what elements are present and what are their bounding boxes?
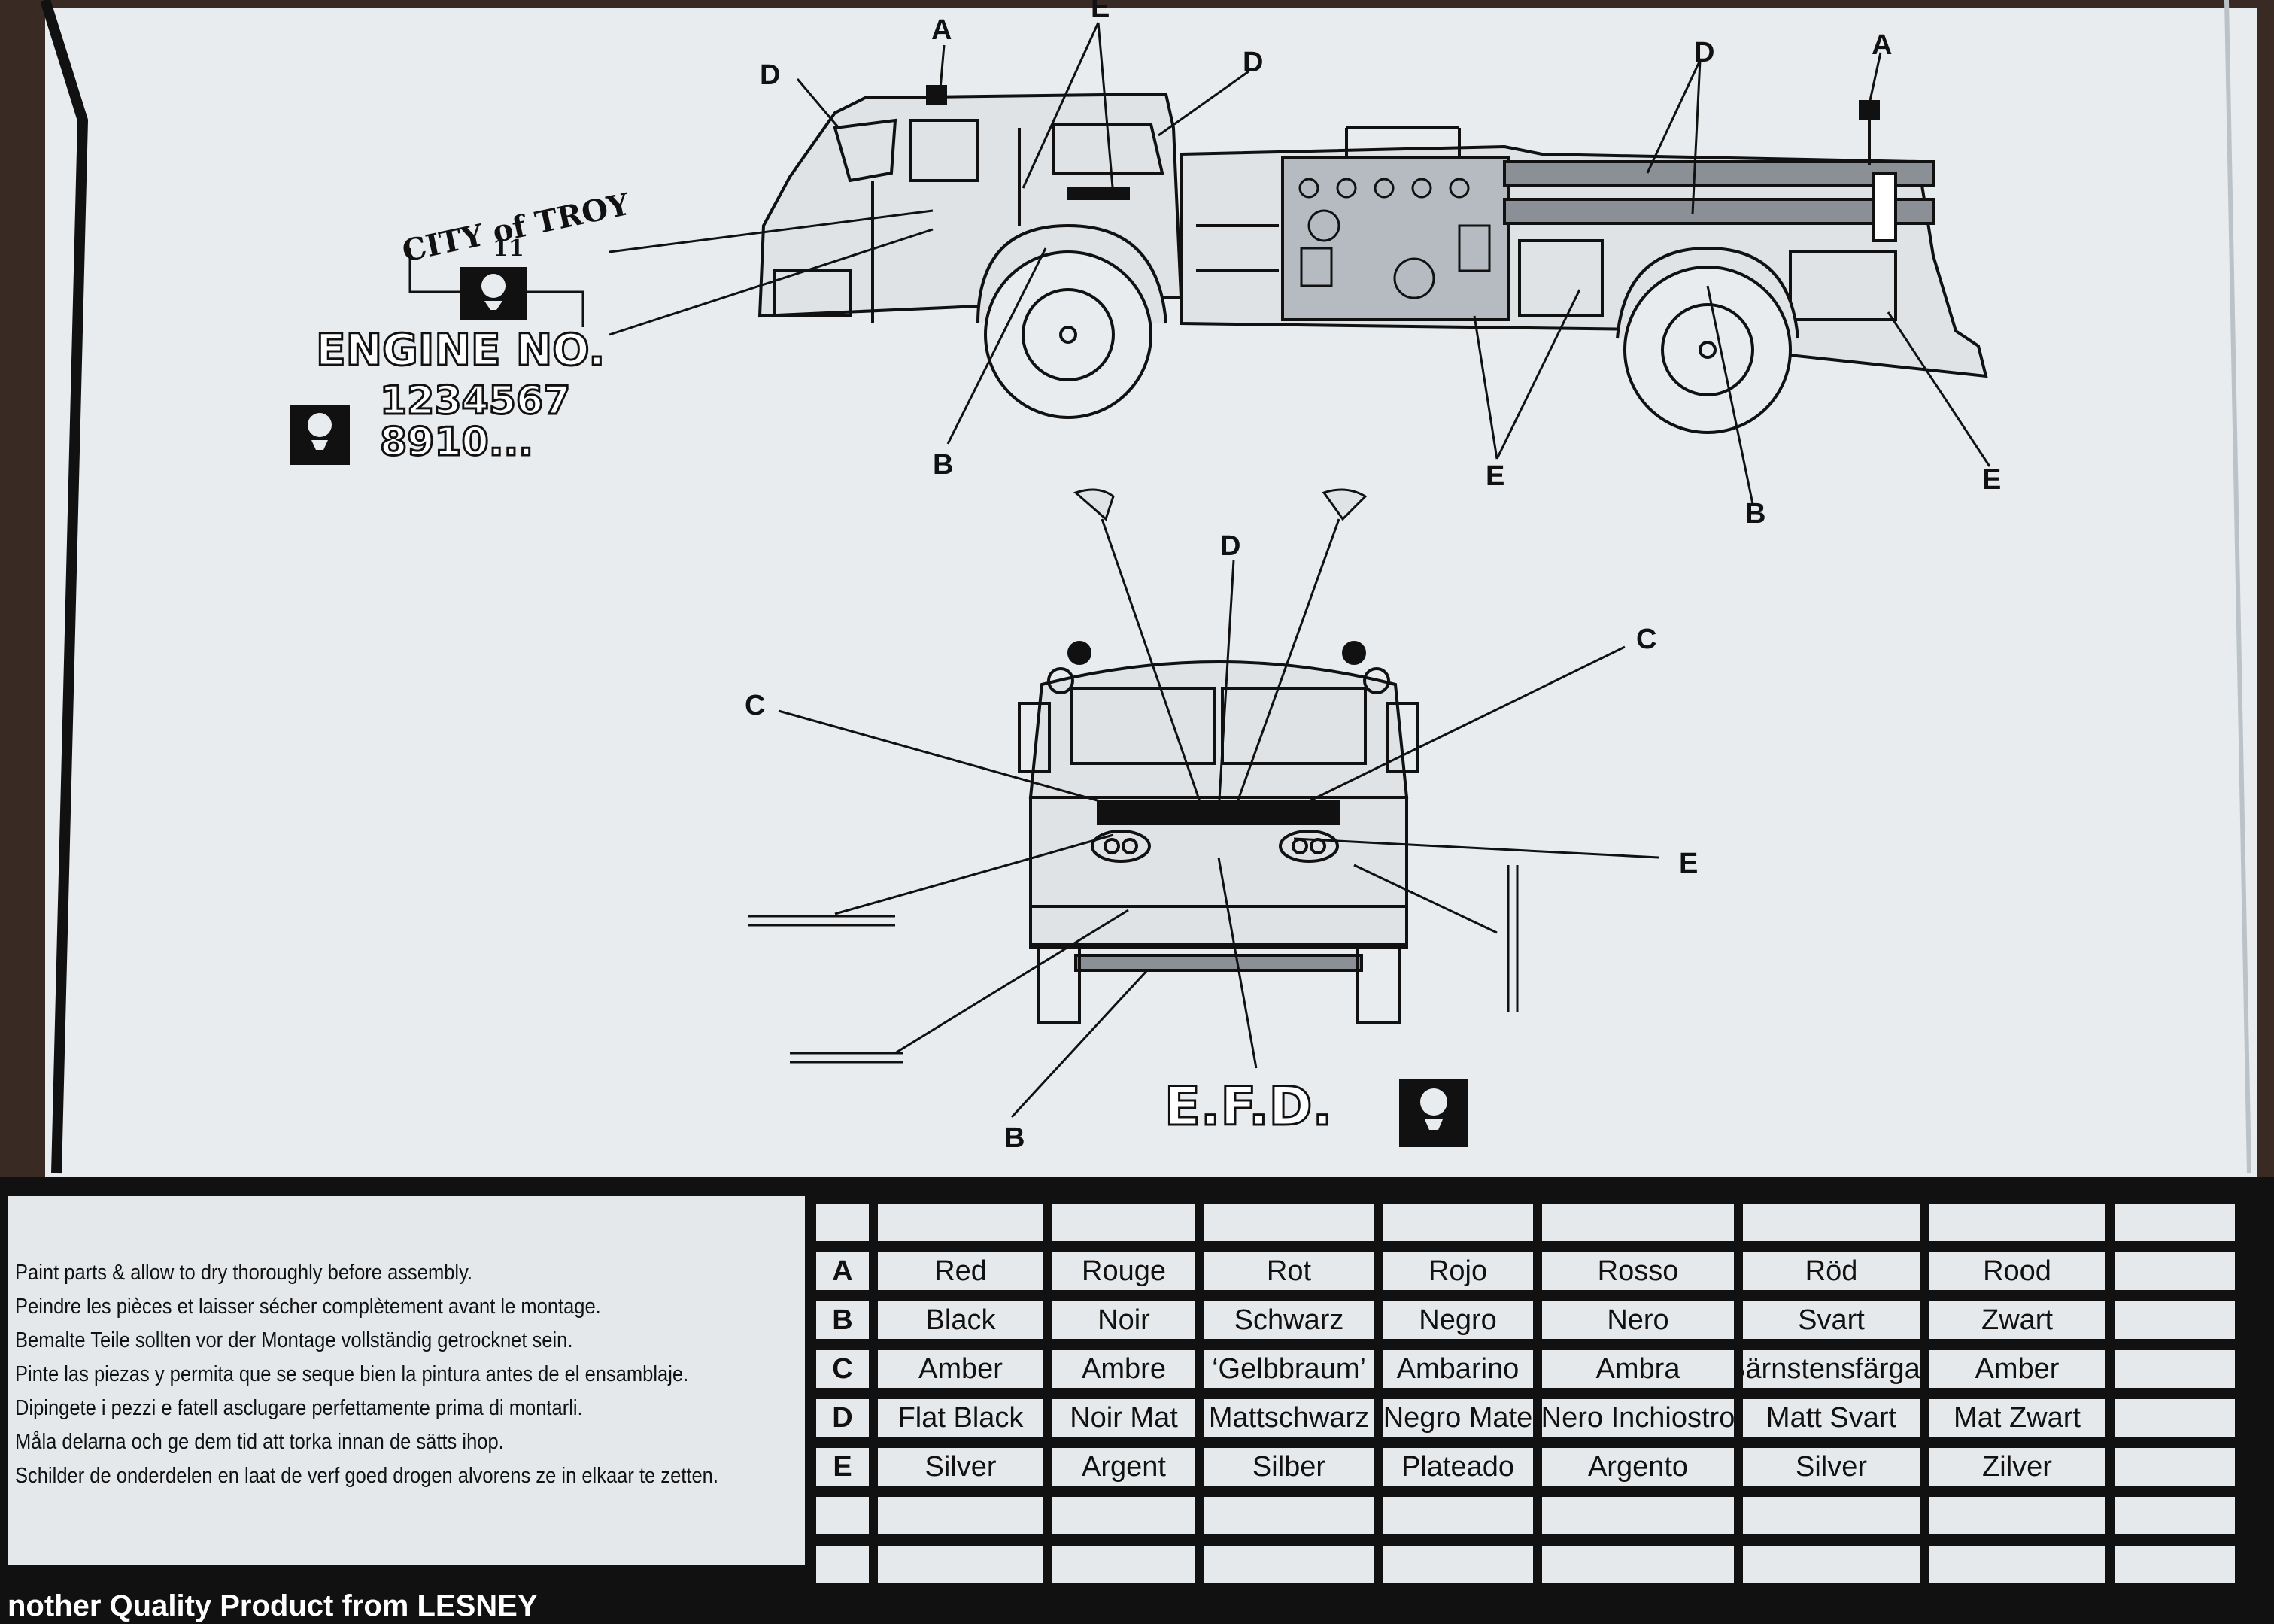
footer-brand-text: nother Quality Product from LESNEY <box>8 1589 538 1622</box>
instruction-it: Dipingete i pezzi e fatell asclugare per… <box>15 1396 583 1420</box>
front-view-truck <box>1018 641 1419 1024</box>
color-extra <box>2115 1301 2235 1339</box>
color-nl: Zilver <box>1929 1448 2105 1486</box>
color-extra <box>2115 1448 2235 1486</box>
color-es: Negro <box>1383 1301 1533 1339</box>
instruction-fr: Peindre les pièces et laisser sécher com… <box>15 1295 601 1319</box>
instruction-en: Paint parts & allow to dry thoroughly be… <box>15 1261 473 1285</box>
color-fr: Rouge <box>1052 1252 1195 1290</box>
color-code: B <box>816 1301 869 1339</box>
color-nl: Zwart <box>1929 1301 2105 1339</box>
label-d-right: D <box>1694 37 1714 68</box>
table-row: E Silver Argent Silber Plateado Argento … <box>816 1448 2268 1492</box>
instruction-nl: Schilder de onderdelen en laat de verf g… <box>15 1464 718 1488</box>
label-a-left: A <box>931 14 952 46</box>
table-row: A Red Rouge Rot Rojo Rosso Röd Rood <box>816 1252 2268 1296</box>
table-empty-row <box>816 1546 2268 1589</box>
color-it: Ambra <box>1542 1350 1734 1388</box>
table-empty-row <box>816 1497 2268 1541</box>
city-number-text: 11 <box>493 235 524 262</box>
numbers-line2: 8910... <box>380 420 533 465</box>
color-sv: Silver <box>1743 1448 1920 1486</box>
color-en: Flat Black <box>878 1399 1043 1437</box>
label-front-b: B <box>1004 1122 1025 1154</box>
color-es: Ambarino <box>1383 1350 1533 1388</box>
table-row: D Flat Black Noir Mat Mattschwarz Negro … <box>816 1399 2268 1443</box>
color-it: Rosso <box>1542 1252 1734 1290</box>
label-b-right: B <box>1745 498 1765 530</box>
color-en: Red <box>878 1252 1043 1290</box>
city-decal: CITY of TROY 11 <box>399 187 633 327</box>
color-sv: Röd <box>1743 1252 1920 1290</box>
color-extra <box>2115 1350 2235 1388</box>
label-e-right: E <box>1982 464 2001 496</box>
color-sv: Matt Svart <box>1743 1399 1920 1437</box>
numbers-line1: 1234567 <box>380 378 570 423</box>
color-fr: Ambre <box>1052 1350 1195 1388</box>
label-front-c-left: C <box>745 690 765 721</box>
color-nl: Rood <box>1929 1252 2105 1290</box>
color-sv: Svart <box>1743 1301 1920 1339</box>
color-de: ‘Gelbbraum’ <box>1204 1350 1374 1388</box>
color-code: A <box>816 1252 869 1290</box>
color-nl: Amber <box>1929 1350 2105 1388</box>
color-extra <box>2115 1252 2235 1290</box>
side-view-truck <box>757 85 1988 434</box>
label-d-left: D <box>760 59 780 91</box>
color-en: Silver <box>878 1448 1043 1486</box>
engine-no-decal: ENGINE NO. <box>316 324 605 375</box>
color-en: Amber <box>878 1350 1043 1388</box>
color-fr: Argent <box>1052 1448 1195 1486</box>
label-front-d: D <box>1220 530 1240 562</box>
number-decals: 1234567 8910... <box>290 378 572 466</box>
color-es: Plateado <box>1383 1448 1533 1486</box>
color-nl: Mat Zwart <box>1929 1399 2105 1437</box>
fire-truck-diagram: A E D D D A B E B E CITY of TROY 11 ENGI… <box>40 0 2251 1174</box>
color-de: Rot <box>1204 1252 1374 1290</box>
color-es: Rojo <box>1383 1252 1533 1290</box>
color-de: Silber <box>1204 1448 1374 1486</box>
table-row: B Black Noir Schwarz Negro Nero Svart Zw… <box>816 1301 2268 1345</box>
label-b-left: B <box>933 449 953 481</box>
instruction-es: Pinte las piezas y permita que se seque … <box>15 1362 689 1386</box>
instruction-de: Bemalte Teile sollten vor der Montage vo… <box>15 1328 573 1352</box>
color-it: Argento <box>1542 1448 1734 1486</box>
efd-emblem <box>1399 1079 1468 1147</box>
color-es: Negro Mate <box>1383 1399 1533 1437</box>
instruction-sv: Måla delarna och ge dem tid att torka in… <box>15 1430 504 1454</box>
label-a-right: A <box>1872 29 1892 61</box>
color-key-table: A Red Rouge Rot Rojo Rosso Röd Rood B Bl… <box>816 1204 2268 1595</box>
color-de: Schwarz <box>1204 1301 1374 1339</box>
table-header-row <box>816 1204 2268 1247</box>
color-de: Mattschwarz <box>1204 1399 1374 1437</box>
label-d-mid: D <box>1243 47 1263 78</box>
painting-instructions: Paint parts & allow to dry thoroughly be… <box>8 1196 805 1565</box>
color-en: Black <box>878 1301 1043 1339</box>
efd-decal: E.F.D. <box>1164 1076 1332 1137</box>
color-code: D <box>816 1399 869 1437</box>
color-fr: Noir Mat <box>1052 1399 1195 1437</box>
label-front-e: E <box>1679 848 1698 879</box>
label-e-mid: E <box>1486 460 1504 492</box>
label-front-c-right: C <box>1636 624 1656 655</box>
color-it: Nero Inchiostro <box>1542 1399 1734 1437</box>
color-code: E <box>816 1448 869 1486</box>
color-sv: Bärnstensfärgad <box>1743 1350 1920 1388</box>
color-it: Nero <box>1542 1301 1734 1339</box>
label-e-top: E <box>1091 0 1110 23</box>
color-extra <box>2115 1399 2235 1437</box>
color-fr: Noir <box>1052 1301 1195 1339</box>
table-row: C Amber Ambre ‘Gelbbraum’ Ambarino Ambra… <box>816 1350 2268 1394</box>
color-code: C <box>816 1350 869 1388</box>
